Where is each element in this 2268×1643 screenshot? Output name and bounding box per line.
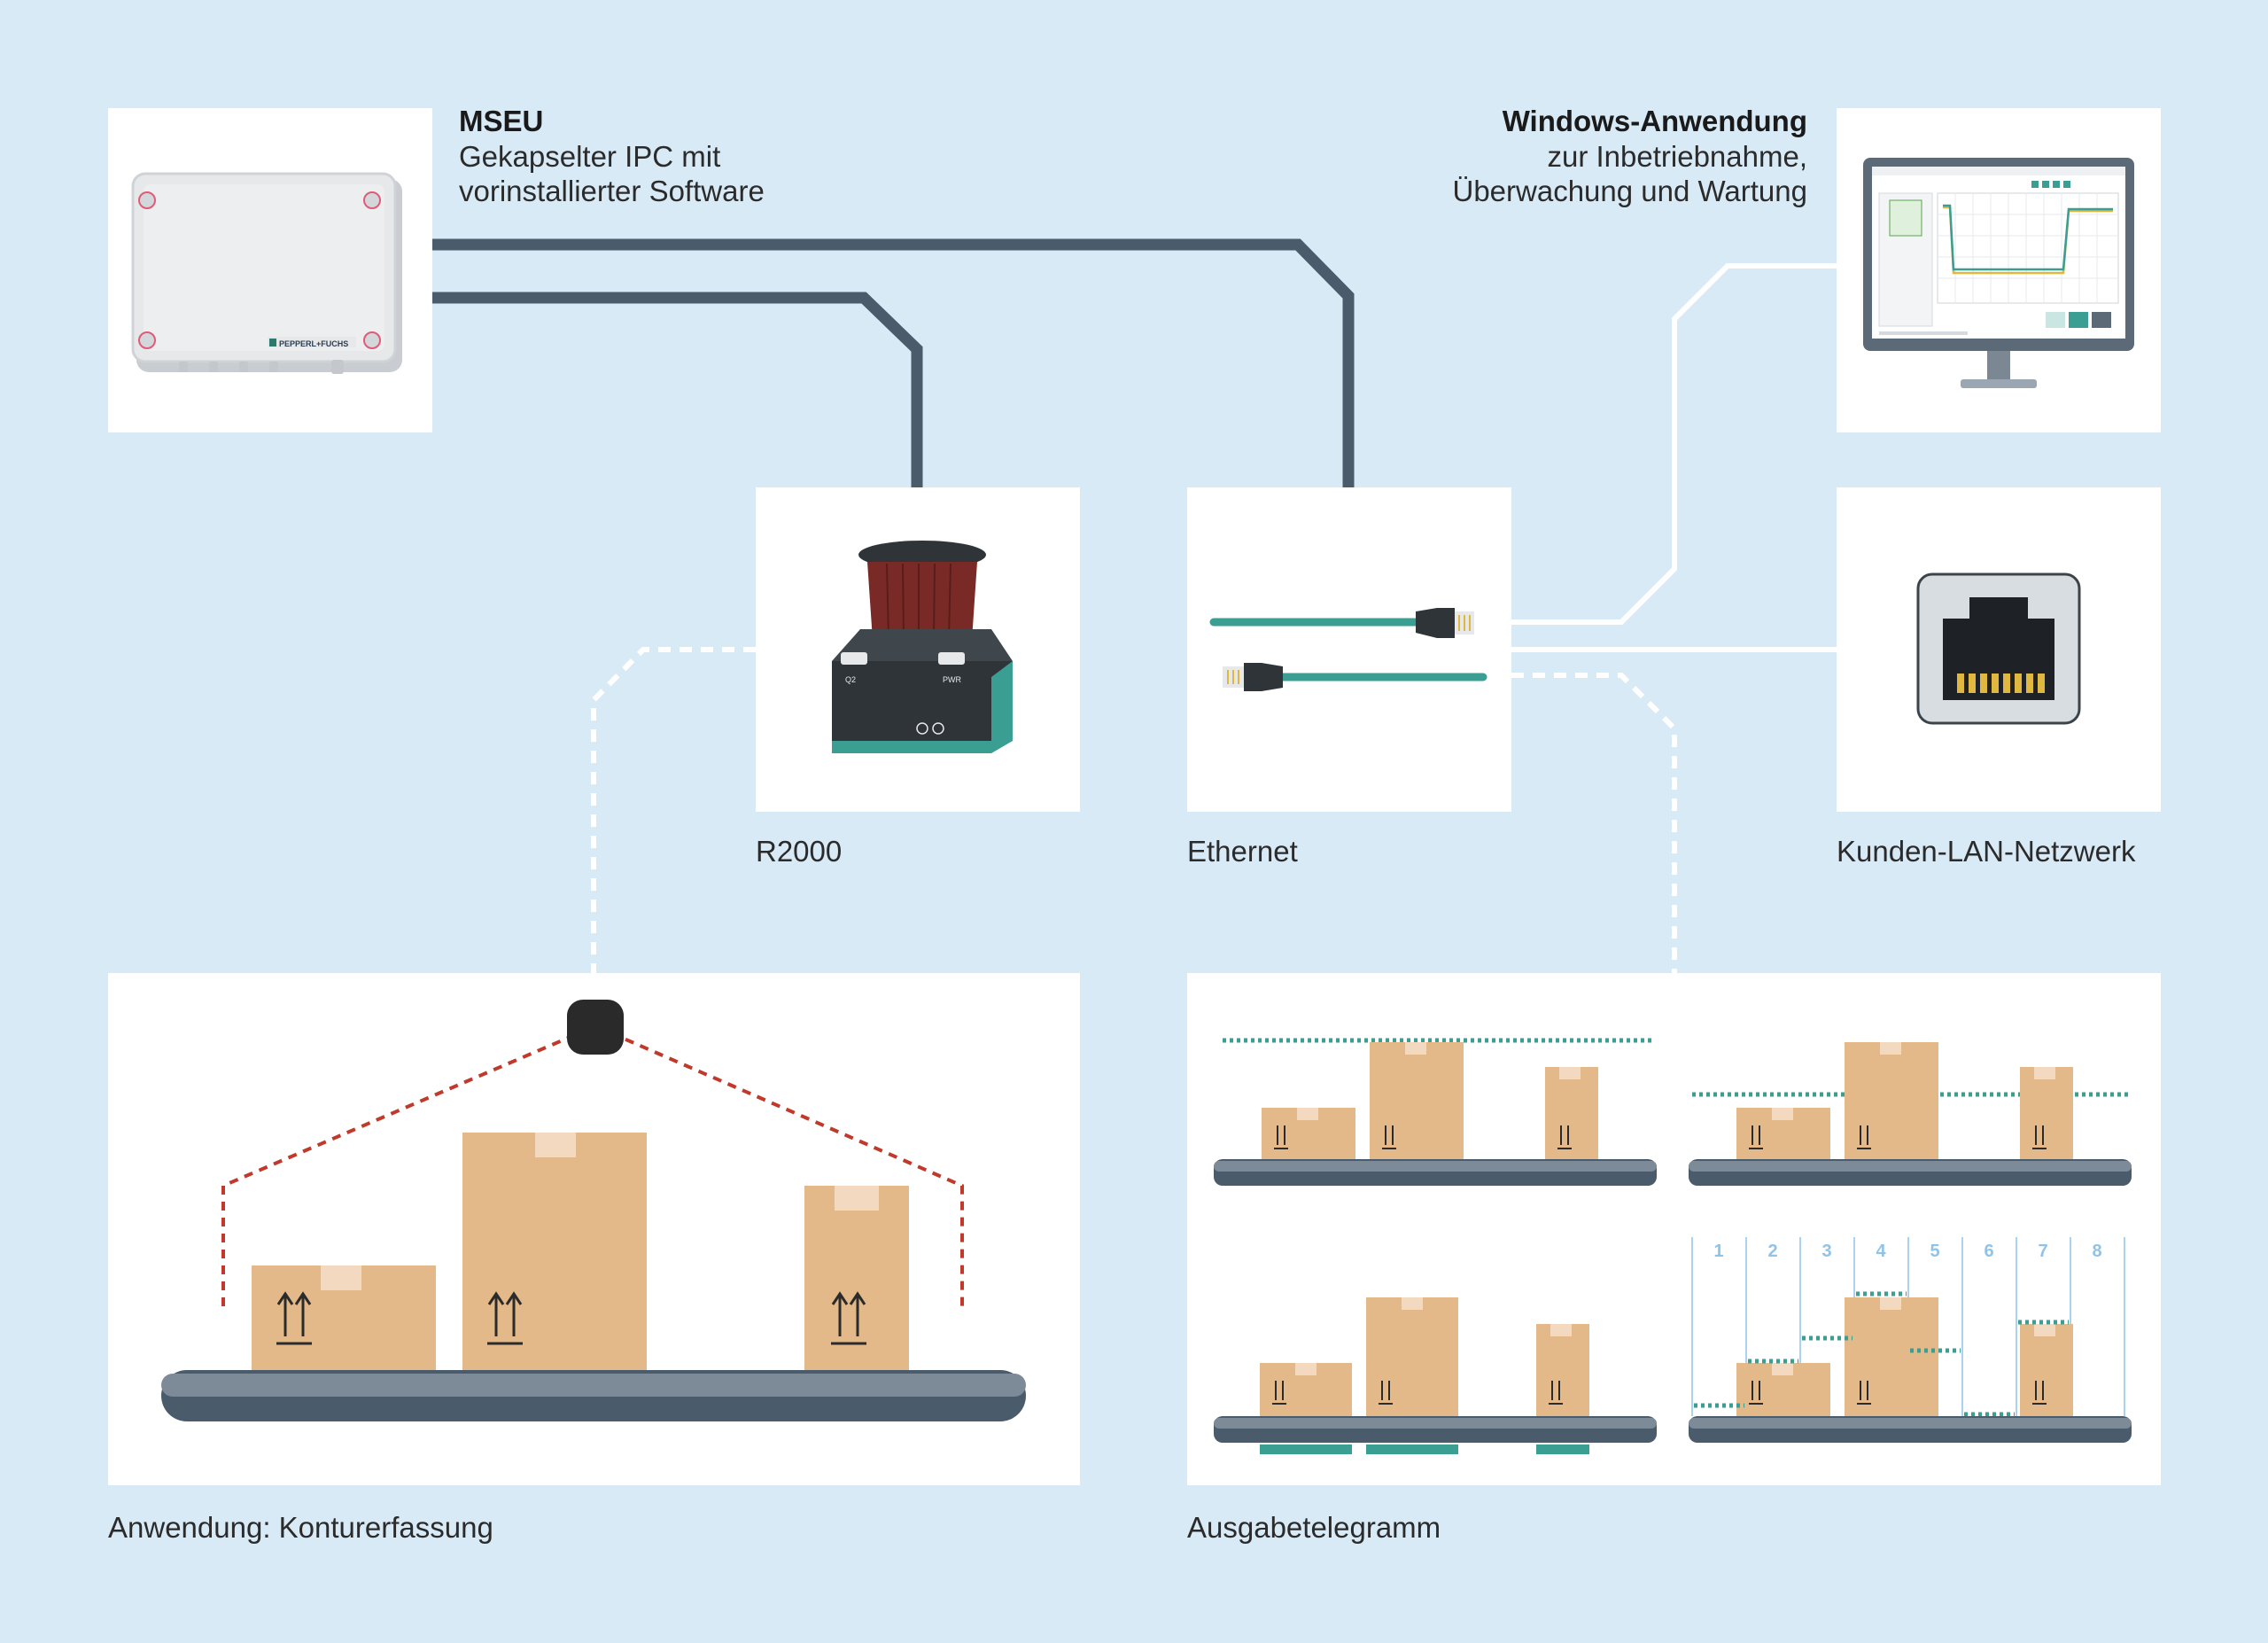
mseu-enclosure-illustration: PEPPERL+FUCHS (131, 172, 402, 374)
mseu-subtitle-line2: vorinstallierter Software (459, 175, 765, 207)
application-card (108, 973, 1080, 1485)
cable-mseu-to-ethernet (432, 238, 1355, 487)
output-panel-threshold (1689, 1042, 2132, 1186)
monitor-icon (1863, 158, 2134, 388)
windows-app-subtitle-line1: zur Inbetriebnahme, (1547, 140, 1807, 173)
windows-app-subtitle-line2: Überwachung und Wartung (1452, 175, 1807, 207)
output-panel-zones: 1 2 3 4 5 6 7 8 (1689, 1237, 2132, 1443)
zone-number-6: 6 (1984, 1242, 1993, 1261)
zone-number-8: 8 (2092, 1242, 2101, 1261)
line-ethernet-to-windows (1511, 263, 1838, 625)
zone-number-3: 3 (1821, 1242, 1831, 1261)
r2000-key-q2: Q2 (845, 675, 856, 684)
mseu-card: PEPPERL+FUCHS (108, 108, 432, 432)
ethernet-label: Ethernet (1187, 835, 1298, 868)
r2000-sensor-illustration: Q2 PWR (832, 541, 1013, 753)
zone-number-7: 7 (2038, 1242, 2047, 1261)
r2000-card: Q2 PWR (756, 487, 1080, 812)
output-card: 1 2 3 4 5 6 7 8 (1187, 973, 2161, 1485)
mseu-subtitle-line1: Gekapselter IPC mit (459, 140, 721, 173)
windows-app-card (1837, 108, 2161, 432)
zone-number-1: 1 (1713, 1242, 1723, 1261)
mseu-title: MSEU (459, 105, 544, 137)
r2000-key-pwr: PWR (943, 675, 961, 684)
output-panel-max-height (1214, 1038, 1657, 1186)
dashed-ethernet-to-output (1511, 673, 1677, 973)
zone-number-2: 2 (1767, 1242, 1777, 1261)
lan-card (1837, 487, 2161, 812)
cable-mseu-to-r2000 (432, 292, 923, 487)
lan-label: Kunden-LAN-Netzwerk (1837, 835, 2136, 868)
output-label: Ausgabetelegramm (1187, 1511, 1441, 1544)
zone-number-4: 4 (1876, 1242, 1886, 1261)
rj45-port-icon (1916, 572, 2081, 725)
output-telegram-illustration: 1 2 3 4 5 6 7 8 (1214, 1038, 2132, 1454)
ethernet-card (1187, 487, 1511, 812)
output-panel-object-width (1214, 1297, 1657, 1454)
application-label: Anwendung: Konturerfassung (108, 1511, 493, 1544)
ethernet-cable-illustration (1209, 608, 1487, 691)
zone-number-5: 5 (1930, 1242, 1939, 1261)
r2000-label: R2000 (756, 835, 843, 868)
dashed-r2000-to-application (591, 647, 756, 973)
mseu-brand-text: PEPPERL+FUCHS (279, 339, 348, 348)
contour-detection-illustration (161, 1000, 1026, 1421)
windows-app-title: Windows-Anwendung (1502, 105, 1807, 137)
